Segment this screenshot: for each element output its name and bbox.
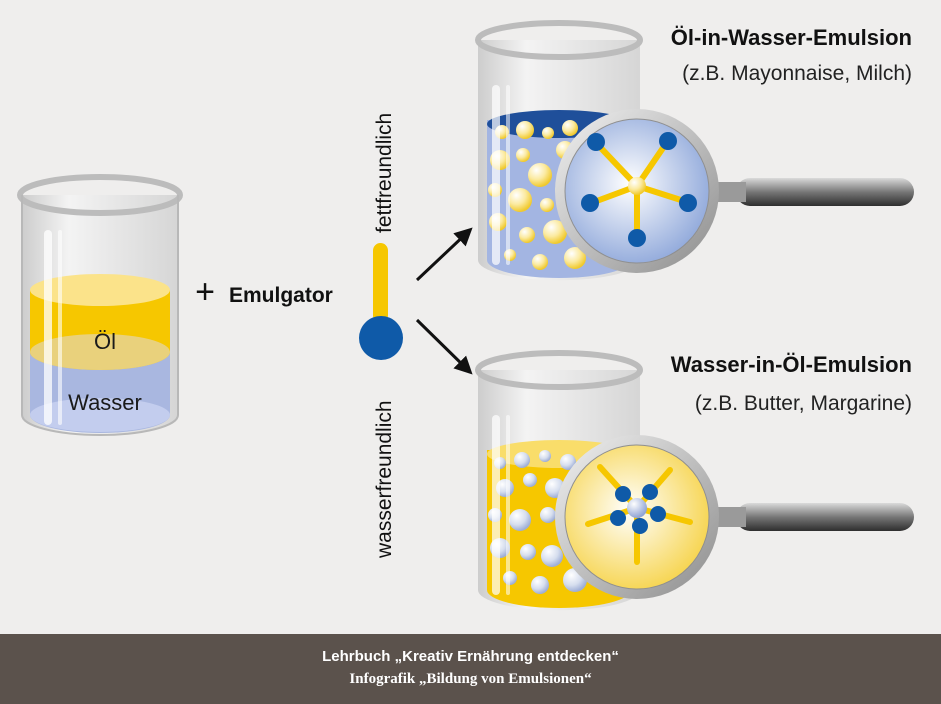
magnifier-oil-in-water xyxy=(555,109,914,273)
footer: Lehrbuch „Kreativ Ernährung entdecken“ I… xyxy=(0,634,941,704)
water-in-oil-micelle xyxy=(585,464,693,565)
oil-label: Öl xyxy=(94,329,116,354)
magnifier-handle xyxy=(736,503,914,531)
water-label: Wasser xyxy=(68,390,142,415)
wo-title: Wasser-in-Öl-Emulsion xyxy=(671,352,912,377)
plus-sign: + xyxy=(195,273,215,311)
footer-book-title: Lehrbuch „Kreativ Ernährung entdecken“ xyxy=(322,648,619,665)
emulsifier-label: Emulgator xyxy=(229,284,333,307)
magnifier-handle xyxy=(736,178,914,206)
emulsifier-tail xyxy=(373,243,388,323)
arrow-to-wo xyxy=(415,318,473,375)
hydrophilic-label: wasserfreundlich xyxy=(373,400,396,559)
footer-infographic-title: Infografik „Bildung von Emulsionen“ xyxy=(349,671,592,687)
ow-examples: (z.B. Mayonnaise, Milch) xyxy=(682,62,912,85)
arrow-to-ow xyxy=(415,227,473,282)
magnifier-water-in-oil xyxy=(555,435,914,599)
oil-in-water-micelle xyxy=(581,132,697,247)
emulsifier-head xyxy=(359,316,403,360)
beaker-oil-water: Öl Wasser xyxy=(17,174,183,436)
ow-title: Öl-in-Wasser-Emulsion xyxy=(671,25,912,50)
emulsion-diagram: Öl Wasser + Emulgator fettfreundlich was… xyxy=(17,20,914,611)
wo-examples: (z.B. Butter, Margarine) xyxy=(695,392,912,415)
emulsifier-molecule xyxy=(359,243,403,360)
lipophilic-label: fettfreundlich xyxy=(373,113,396,233)
